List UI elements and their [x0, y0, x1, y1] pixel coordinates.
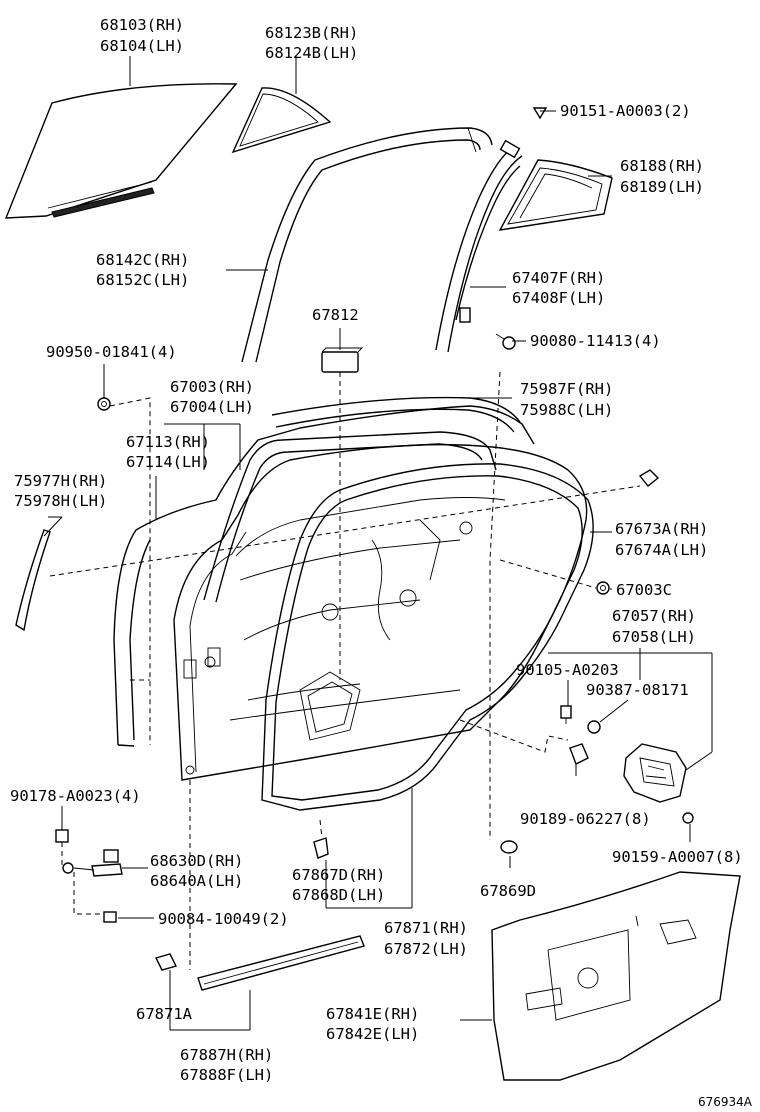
label-screw-top: 90151-A0003(2) [560, 102, 691, 120]
screw-hinge [682, 812, 694, 824]
quarter-window [498, 159, 613, 231]
label-clip-bottom-rh: 67867D(RH) [292, 866, 385, 884]
label-run-channel-rh: 68142C(RH) [96, 251, 189, 269]
clip-hinge [569, 743, 589, 765]
label-door-panel-rh: 67003(RH) [170, 378, 254, 396]
label-glass-main-rh: 68103(RH) [100, 16, 184, 34]
label-weatherstrip-lh: 67872(LH) [384, 940, 468, 958]
label-bracket-lh: 67674A(LH) [615, 541, 708, 559]
belt-moulding-upper [271, 396, 521, 433]
bolt-left [55, 829, 69, 843]
nut-side [596, 581, 610, 595]
label-clip-upper-left: 90950-01841(4) [46, 343, 177, 361]
label-frame-lh: 67114(LH) [126, 453, 210, 471]
label-garnish-lh: 75978H(LH) [14, 492, 107, 510]
label-bolt-check: 90084-10049(2) [158, 910, 289, 928]
bracket [638, 469, 660, 487]
label-door-panel-lh: 67004(LH) [170, 398, 254, 416]
bolt-check [103, 911, 117, 923]
label-clip-bottom-lh: 67868D(LH) [292, 886, 385, 904]
clip-bottom [313, 837, 329, 859]
label-moulding-rh: 75987F(RH) [520, 380, 613, 398]
figure-id: 676934A [698, 1095, 753, 1109]
label-glass-quarter-lh: 68124B(LH) [265, 44, 358, 62]
callout-labels: 68103(RH) 68104(LH) 68123B(RH) 68124B(LH… [10, 16, 753, 1109]
cushion [321, 347, 364, 373]
label-run-channel-lh: 68152C(LH) [96, 271, 189, 289]
label-check-lh: 68640A(LH) [150, 872, 243, 890]
label-glass-main-lh: 68104(LH) [100, 37, 184, 55]
door-frame [203, 431, 497, 603]
bolt-upper [495, 333, 516, 350]
label-nut-hinge: 90387-08171 [586, 681, 689, 699]
label-belt-strip-rh: 67887H(RH) [180, 1046, 273, 1064]
quarter-glass [231, 87, 332, 154]
label-quarter-window-rh: 68188(RH) [620, 157, 704, 175]
door-inner-panel [173, 443, 588, 781]
label-garnish-rh: 75977H(RH) [14, 472, 107, 490]
label-division-bar-rh: 67407F(RH) [512, 269, 605, 287]
weatherstrip-clip [154, 953, 178, 971]
door-outer-panel [113, 405, 535, 747]
clip-upper-left [97, 397, 111, 411]
label-service-hole-rh: 67841E(RH) [326, 1005, 419, 1023]
label-screw-hinge: 90159-A0007(8) [612, 848, 743, 866]
screw-top [532, 107, 548, 120]
nut-hinge [587, 720, 601, 734]
door-check [62, 849, 123, 877]
bolt-hinge [560, 705, 572, 724]
label-glass-quarter-rh: 68123B(RH) [265, 24, 358, 42]
belt-strip [197, 935, 365, 991]
label-bracket-rh: 67673A(RH) [615, 520, 708, 538]
label-check-rh: 68630D(RH) [150, 852, 243, 870]
garnish [15, 529, 51, 632]
label-bolt-left: 90178-A0023(4) [10, 787, 141, 805]
label-hole-plug: 67869D [480, 882, 536, 900]
hinge-assembly [623, 743, 687, 803]
label-weatherstrip-rh: 67871(RH) [384, 919, 468, 937]
dashed-lines [49, 371, 641, 970]
label-quarter-window-lh: 68189(LH) [620, 178, 704, 196]
label-frame-rh: 67113(RH) [126, 433, 210, 451]
label-moulding-lh: 75988C(LH) [520, 401, 613, 419]
leader-lines [43, 56, 713, 1031]
label-clip-hinge: 90189-06227(8) [520, 810, 651, 828]
division-bar [435, 139, 523, 353]
door-glass [4, 83, 238, 219]
label-weatherstrip-clip: 67871A [136, 1005, 193, 1023]
label-bolt-upper: 90080-11413(4) [530, 332, 661, 350]
label-bolt-hinge: 90105-A0203 [516, 661, 619, 679]
weatherstrip [261, 463, 594, 811]
label-hinge-rh: 67057(RH) [612, 607, 696, 625]
label-hinge-lh: 67058(LH) [612, 628, 696, 646]
label-nut-side: 67003C [616, 581, 672, 599]
label-cushion: 67812 [312, 306, 359, 324]
run-channel [241, 127, 493, 363]
hole-plug [500, 840, 518, 854]
label-belt-strip-lh: 67888F(LH) [180, 1066, 273, 1084]
label-division-bar-lh: 67408F(LH) [512, 289, 605, 307]
label-service-hole-lh: 67842E(LH) [326, 1025, 419, 1043]
service-hole-cover [491, 871, 741, 1081]
